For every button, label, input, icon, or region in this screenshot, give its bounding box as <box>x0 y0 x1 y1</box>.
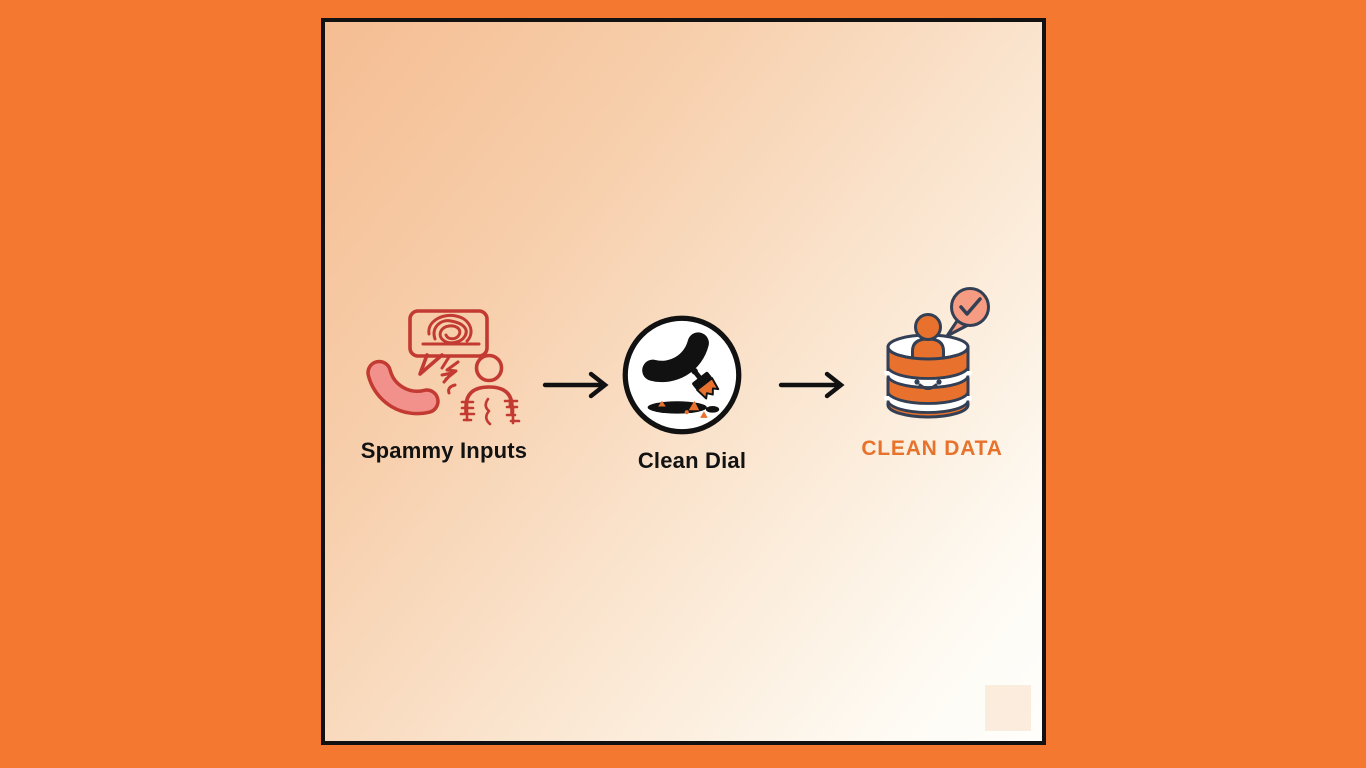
checkmark-icon <box>959 297 982 316</box>
noise-marks-icon <box>440 355 460 395</box>
watermark-remnant <box>985 685 1031 731</box>
step-label-clean-data: CLEAN DATA <box>861 437 1003 460</box>
garbled-person-icon <box>459 353 521 426</box>
paintbrush-icon <box>691 368 720 400</box>
checkmark-bubble-icon <box>945 287 990 338</box>
clean-dial-badge-icon <box>622 315 742 435</box>
arrow-right-icon <box>542 371 609 399</box>
step-label-spammy-inputs: Spammy Inputs <box>360 438 528 463</box>
spam-phone-icon <box>366 359 440 416</box>
step-label-clean-dial: Clean Dial <box>637 448 747 473</box>
person-icon <box>911 313 945 365</box>
arrow-right-icon <box>778 371 845 399</box>
clean-data-icon-group <box>884 287 990 419</box>
database-bands <box>884 366 972 414</box>
database-icon <box>884 313 972 419</box>
diagram-panel: Spammy Inputs <box>321 18 1046 745</box>
puddle-icon <box>647 401 707 414</box>
smiley-face <box>914 379 942 390</box>
paint-drips-icon <box>658 400 708 418</box>
spammy-inputs-icon-group <box>366 309 521 426</box>
